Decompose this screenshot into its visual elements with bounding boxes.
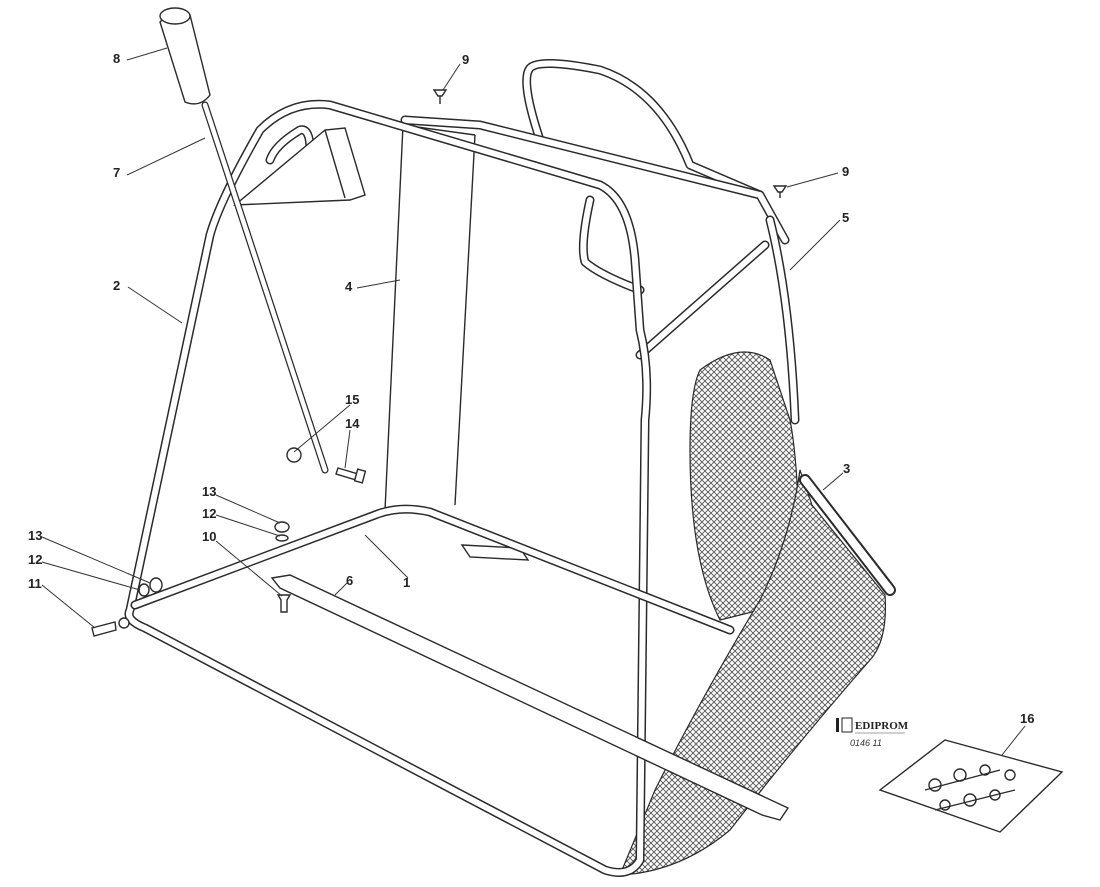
callout-14: 14 <box>345 416 360 431</box>
callout-9-right: 9 <box>842 164 849 179</box>
callout-12-lower: 12 <box>28 552 42 567</box>
callout-11: 11 <box>28 576 42 591</box>
callout-4: 4 <box>345 279 353 294</box>
callout-2: 2 <box>113 278 120 293</box>
callout-labels: 8 9 7 9 5 2 4 15 14 3 13 12 10 1 13 12 6… <box>28 51 1034 726</box>
bottom-bar <box>270 574 790 821</box>
logo-brand: EDIPROM <box>855 720 909 732</box>
callout-12-upper: 12 <box>202 506 216 521</box>
callout-15: 15 <box>345 392 359 407</box>
main-frame <box>124 99 735 877</box>
callout-3: 3 <box>843 461 850 476</box>
callout-9-top: 9 <box>462 52 469 67</box>
callout-10: 10 <box>202 529 216 544</box>
callout-13-upper: 13 <box>202 484 216 499</box>
callout-7: 7 <box>113 165 120 180</box>
logo-code: 0146 11 <box>850 738 882 748</box>
handle-assembly <box>159 7 329 474</box>
callout-13-lower: 13 <box>28 528 42 543</box>
callout-8: 8 <box>113 51 120 66</box>
fasteners <box>91 89 788 637</box>
callout-1: 1 <box>403 575 410 590</box>
callout-6: 6 <box>346 573 353 588</box>
top-wedge-bracket <box>232 127 366 206</box>
hardware-bag <box>878 739 1064 833</box>
upper-rear-frame <box>400 58 800 425</box>
callout-5: 5 <box>842 210 849 225</box>
callout-16: 16 <box>1020 711 1034 726</box>
publisher-logo: EDIPROM 0146 11 <box>836 717 909 748</box>
hinge-rod <box>799 474 896 596</box>
leader-lines <box>41 47 1026 756</box>
